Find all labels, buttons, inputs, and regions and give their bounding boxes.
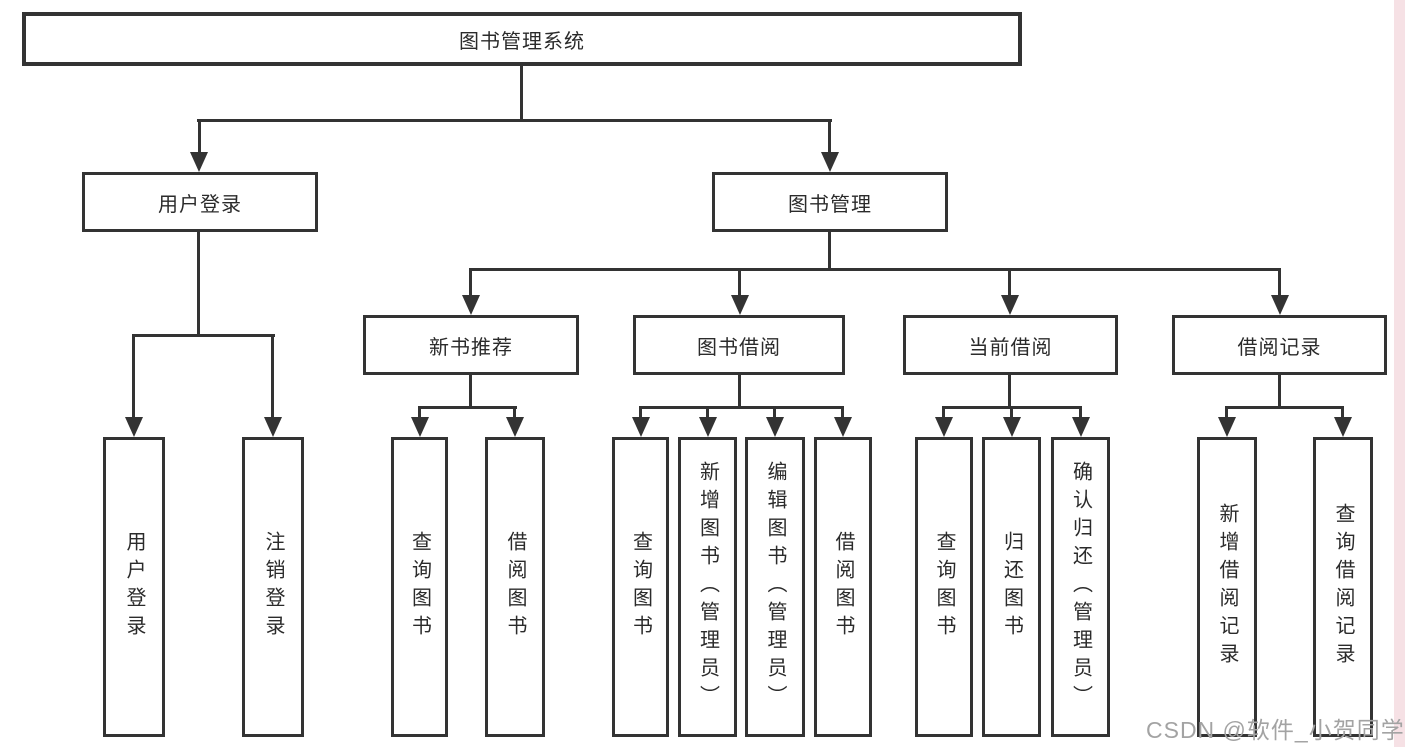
- arrow-down-icon: [1003, 417, 1021, 437]
- connector-user-login-branch: [132, 334, 275, 337]
- arrow-down-icon: [632, 417, 650, 437]
- leaf-current-confirm-return-admin-label: 确认归还（管理员）: [1069, 461, 1092, 713]
- connector-stem: [1341, 406, 1344, 419]
- leaf-current-return-books-label: 归还图书: [1000, 531, 1023, 643]
- node-book-borrow-label: 图书借阅: [697, 336, 781, 359]
- arrow-down-icon: [1218, 417, 1236, 437]
- leaf-user-login: 用户登录: [103, 437, 165, 737]
- arrow-down-icon: [766, 417, 784, 437]
- connector-stem: [639, 406, 642, 419]
- arrow-down-icon: [731, 295, 749, 315]
- leaf-records-query-record: 查询借阅记录: [1313, 437, 1373, 737]
- arrow-down-icon: [462, 295, 480, 315]
- connector-stem-records: [1278, 268, 1281, 298]
- csdn-watermark: CSDN @软件_小贺同学: [1146, 717, 1405, 743]
- node-book-management: 图书管理: [712, 172, 948, 232]
- connector-level2-branch: [469, 268, 1281, 271]
- node-book-borrow: 图书借阅: [633, 315, 845, 375]
- node-borrow-records-label: 借阅记录: [1237, 336, 1322, 359]
- connector-stem: [1225, 406, 1228, 419]
- leaf-borrow-add-books-admin: 新增图书（管理员）: [678, 437, 737, 737]
- leaf-borrow-borrow-books: 借阅图书: [814, 437, 872, 737]
- arrow-down-icon: [1271, 295, 1289, 315]
- connector-stem: [841, 406, 844, 419]
- arrow-down-icon: [821, 152, 839, 172]
- arrow-down-icon: [125, 417, 143, 437]
- leaf-records-query-record-label: 查询借阅记录: [1332, 503, 1354, 671]
- node-user-login: 用户登录: [82, 172, 318, 232]
- node-borrow-records: 借阅记录: [1172, 315, 1387, 375]
- arrow-down-icon: [935, 417, 953, 437]
- connector-stem-current: [1008, 268, 1011, 298]
- leaf-borrow-edit-books-admin-label: 编辑图书（管理员）: [764, 461, 786, 713]
- leaf-borrow-query-books: 查询图书: [612, 437, 669, 737]
- arrow-down-icon: [506, 417, 524, 437]
- connector-stem: [773, 406, 776, 419]
- connector-stem-leaf-logout: [271, 334, 274, 419]
- node-library-system-label: 图书管理系统: [459, 30, 585, 53]
- leaf-borrow-query-books-label: 查询图书: [629, 531, 652, 643]
- connector-root-trunk: [520, 64, 523, 121]
- connector-stem-user-login: [198, 119, 201, 154]
- connector-borrow-trunk: [738, 373, 741, 409]
- leaf-records-add-record: 新增借阅记录: [1197, 437, 1257, 737]
- node-current-borrow: 当前借阅: [903, 315, 1118, 375]
- node-new-book-recommend-label: 新书推荐: [429, 336, 513, 359]
- leaf-current-return-books: 归还图书: [982, 437, 1041, 737]
- connector-stem: [513, 406, 516, 419]
- node-book-management-label: 图书管理: [788, 193, 872, 216]
- leaf-records-add-record-label: 新增借阅记录: [1216, 503, 1238, 671]
- connector-stem-book-mgmt: [828, 119, 831, 154]
- leaf-current-query-books: 查询图书: [915, 437, 973, 737]
- leaf-newbook-borrow-books: 借阅图书: [485, 437, 545, 737]
- arrow-down-icon: [264, 417, 282, 437]
- connector-stem-leaf-login: [132, 334, 135, 419]
- node-current-borrow-label: 当前借阅: [968, 336, 1053, 359]
- leaf-newbook-query-books: 查询图书: [391, 437, 448, 737]
- leaf-logout: 注销登录: [242, 437, 304, 737]
- arrow-down-icon: [834, 417, 852, 437]
- arrow-down-icon: [190, 152, 208, 172]
- connector-stem: [706, 406, 709, 419]
- connector-records-trunk: [1278, 373, 1281, 409]
- leaf-newbook-borrow-books-label: 借阅图书: [504, 531, 526, 643]
- connector-current-trunk: [1008, 373, 1011, 409]
- connector-stem: [942, 406, 945, 419]
- arrow-down-icon: [1072, 417, 1090, 437]
- leaf-current-query-books-label: 查询图书: [933, 531, 955, 643]
- leaf-logout-label: 注销登录: [262, 531, 284, 643]
- connector-stem-borrow: [738, 268, 741, 298]
- connector-stem: [1010, 406, 1013, 419]
- connector-book-mgmt-trunk: [828, 230, 831, 271]
- connector-user-login-trunk: [197, 230, 200, 336]
- connector-records-branch: [1225, 406, 1344, 409]
- connector-borrow-branch: [639, 406, 844, 409]
- arrow-down-icon: [1001, 295, 1019, 315]
- node-user-login-label: 用户登录: [158, 193, 242, 216]
- leaf-borrow-add-books-admin-label: 新增图书（管理员）: [696, 461, 719, 713]
- connector-newbook-trunk: [469, 373, 472, 409]
- node-library-system: 图书管理系统: [22, 12, 1022, 66]
- connector-stem: [418, 406, 421, 419]
- connector-stem-newbook: [469, 268, 472, 298]
- leaf-newbook-query-books-label: 查询图书: [408, 531, 431, 643]
- arrow-down-icon: [411, 417, 429, 437]
- connector-newbook-branch: [418, 406, 517, 409]
- node-new-book-recommend: 新书推荐: [363, 315, 579, 375]
- leaf-borrow-edit-books-admin: 编辑图书（管理员）: [745, 437, 805, 737]
- connector-level1-branch: [197, 119, 832, 122]
- arrow-down-icon: [699, 417, 717, 437]
- leaf-current-confirm-return-admin: 确认归还（管理员）: [1051, 437, 1110, 737]
- connector-stem: [1079, 406, 1082, 419]
- arrow-down-icon: [1334, 417, 1352, 437]
- right-edge-strip: [1394, 0, 1405, 747]
- leaf-user-login-label: 用户登录: [123, 531, 145, 643]
- leaf-borrow-borrow-books-label: 借阅图书: [832, 531, 854, 643]
